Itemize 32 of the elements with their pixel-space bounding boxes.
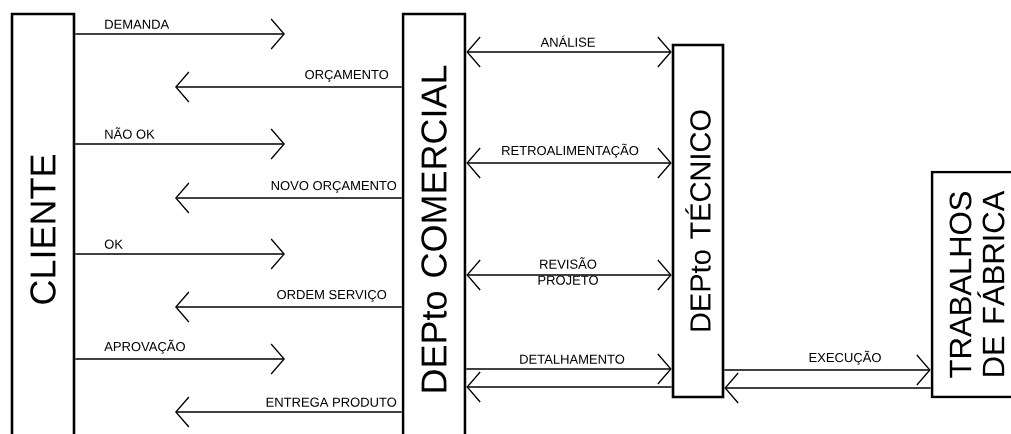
process-box: DEPto TÉCNICO xyxy=(671,43,725,399)
arrow xyxy=(724,372,932,404)
edge-label: REVISÃO PROJETO xyxy=(538,257,598,285)
edge-label: ORDEM SERVIÇO xyxy=(277,289,387,302)
edge-label: DEMANDA xyxy=(105,19,170,29)
arrow xyxy=(466,371,673,403)
arrow xyxy=(74,128,285,160)
arrow xyxy=(175,182,403,214)
edge-label: NOVO ORÇAMENTO xyxy=(271,180,397,193)
edge-label: RETROALIMENTAÇÃO xyxy=(502,143,639,158)
arrow xyxy=(175,396,403,428)
arrow xyxy=(175,71,403,103)
process-box: DEPto COMERCIAL xyxy=(401,12,467,434)
arrow xyxy=(466,259,672,291)
arrow xyxy=(466,147,672,179)
arrow xyxy=(465,353,672,385)
arrow xyxy=(723,354,931,386)
edge-label: ORÇAMENTO xyxy=(305,69,389,82)
edge-label: DETALHAMENTO xyxy=(520,354,625,364)
process-box: CLIENTE xyxy=(10,12,76,434)
process-box: TRABALHOS DE FÁBRICA xyxy=(930,170,1011,399)
edge-label: NÃO OK xyxy=(105,127,155,139)
edge-label: OK xyxy=(104,239,123,249)
edge-label: ENTREGA PRODUTO xyxy=(266,397,397,407)
arrow xyxy=(74,343,285,375)
arrow xyxy=(466,36,672,68)
edge-label: ANÁLISE xyxy=(540,35,595,47)
edge-label: APROVAÇÃO xyxy=(104,339,185,354)
edge-label: EXECUÇÃO xyxy=(809,350,881,365)
arrow xyxy=(175,291,403,323)
arrow xyxy=(74,238,285,270)
arrow xyxy=(74,18,285,50)
